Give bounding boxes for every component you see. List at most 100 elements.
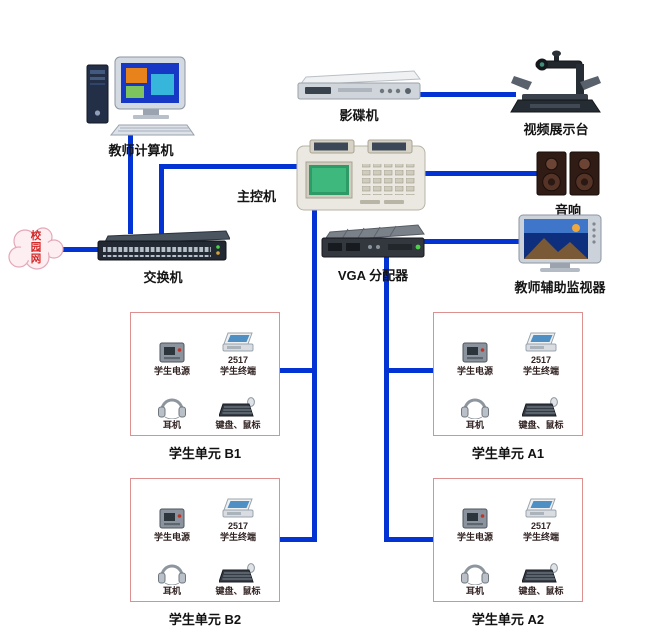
terminal-label: 学生终端: [522, 365, 559, 376]
student-terminal-item: 2517 学生终端: [205, 318, 271, 376]
cable-branch-b1: [278, 368, 316, 373]
cable-branch-a1: [386, 368, 435, 373]
aux-monitor-icon: [518, 214, 602, 274]
aux-monitor-label: 教师辅助监视器: [514, 280, 606, 295]
terminal-model-label: 2517: [227, 520, 249, 531]
student-unit-label: 学生单元 B2: [168, 612, 242, 627]
teacher-computer-node: 教师计算机: [85, 55, 197, 159]
dvd-player-label: 影碟机: [339, 108, 379, 123]
vga-splitter-label: VGA 分配器: [337, 268, 409, 283]
terminal-model-label: 2517: [530, 354, 552, 365]
headphones-icon: [458, 559, 492, 585]
student-unit-A1: 学生电源 2517 学生终端 耳机 键盘、鼠标 学生单元 A1: [433, 312, 583, 462]
campus-network-node: 校园网: [5, 224, 67, 276]
main-console-label: 主控机: [237, 189, 277, 204]
speakers-icon: [536, 150, 600, 197]
cable-cloud-to-switch: [55, 247, 100, 252]
student-terminal-icon: [523, 332, 559, 354]
headphones-label: 耳机: [465, 586, 484, 597]
speakers-node: 音响: [536, 150, 600, 219]
student-unit-B2: 学生电源 2517 学生终端 耳机 键盘、鼠标 学生单元 B2: [130, 478, 280, 628]
keyboard-mouse-label: 键盘、鼠标: [518, 586, 564, 597]
headphones-label: 耳机: [162, 586, 181, 597]
power-supply-icon: [155, 341, 189, 365]
cable-trunk-right: [384, 240, 389, 542]
student-terminal-item: 2517 学生终端: [508, 318, 574, 376]
keyboard-mouse-item: 键盘、鼠标: [205, 379, 271, 431]
student-unit-box: 学生电源 2517 学生终端 耳机 键盘、鼠标: [130, 312, 280, 436]
teacher-computer-label: 教师计算机: [108, 143, 174, 158]
vga-splitter-node: VGA 分配器: [320, 222, 426, 284]
student-power-item: 学生电源: [442, 484, 508, 542]
student-unit-box: 学生电源 2517 学生终端 耳机 键盘、鼠标: [433, 478, 583, 602]
power-supply-label: 学生电源: [456, 365, 493, 376]
main-console-node: [296, 138, 426, 212]
keyboard-mouse-item: 键盘、鼠标: [205, 545, 271, 597]
student-unit-box: 学生电源 2517 学生终端 耳机 键盘、鼠标: [433, 312, 583, 436]
terminal-label: 学生终端: [522, 531, 559, 542]
dvd-player-node: 影碟机: [296, 70, 422, 124]
student-power-item: 学生电源: [139, 484, 205, 542]
keyboard-mouse-icon: [219, 397, 257, 419]
power-supply-label: 学生电源: [153, 531, 190, 542]
speakers-label: 音响: [554, 203, 581, 218]
cable-teacher-to-switch: [128, 130, 133, 234]
student-unit-label: 学生单元 A1: [471, 446, 545, 461]
headphones-icon: [155, 559, 189, 585]
video-presenter-icon: [510, 50, 602, 116]
student-power-item: 学生电源: [139, 318, 205, 376]
student-unit-label: 学生单元 A2: [471, 612, 545, 627]
cloud-icon: [5, 224, 67, 276]
power-supply-label: 学生电源: [456, 531, 493, 542]
headphones-item: 耳机: [139, 545, 205, 597]
student-terminal-icon: [220, 498, 256, 520]
headphones-label: 耳机: [465, 420, 484, 431]
terminal-model-label: 2517: [227, 354, 249, 365]
cable-console-to-switch-vertical: [159, 164, 164, 234]
video-presenter-node: 视频展示台: [510, 50, 602, 138]
terminal-label: 学生终端: [219, 531, 256, 542]
student-unit-A2: 学生电源 2517 学生终端 耳机 键盘、鼠标 学生单元 A2: [433, 478, 583, 628]
cable-console-to-speakers: [420, 171, 540, 176]
teacher-computer-icon: [85, 55, 197, 137]
power-supply-label: 学生电源: [153, 365, 190, 376]
student-terminal-item: 2517 学生终端: [508, 484, 574, 542]
keyboard-mouse-icon: [522, 397, 560, 419]
cable-branch-b2: [278, 537, 316, 542]
student-unit-label: 学生单元 B1: [168, 446, 242, 461]
headphones-icon: [458, 393, 492, 419]
keyboard-mouse-label: 键盘、鼠标: [518, 420, 564, 431]
vga-splitter-icon: [320, 222, 426, 262]
student-unit-B1: 学生电源 2517 学生终端 耳机 键盘、鼠标 学生单元 B1: [130, 312, 280, 462]
main-console-icon: [296, 138, 426, 212]
switch-icon: [96, 230, 231, 264]
power-supply-icon: [458, 507, 492, 531]
headphones-label: 耳机: [162, 420, 181, 431]
aux-monitor-node: 教师辅助监视器: [515, 214, 606, 296]
student-unit-box: 学生电源 2517 学生终端 耳机 键盘、鼠标: [130, 478, 280, 602]
student-terminal-item: 2517 学生终端: [205, 484, 271, 542]
keyboard-mouse-icon: [522, 563, 560, 585]
cable-trunk-left: [312, 206, 317, 542]
student-terminal-icon: [523, 498, 559, 520]
keyboard-mouse-label: 键盘、鼠标: [215, 420, 261, 431]
keyboard-mouse-icon: [219, 563, 257, 585]
headphones-item: 耳机: [442, 379, 508, 431]
terminal-model-label: 2517: [530, 520, 552, 531]
student-terminal-icon: [220, 332, 256, 354]
campus-network-label: 校园网: [29, 230, 42, 265]
power-supply-icon: [458, 341, 492, 365]
video-presenter-label: 视频展示台: [523, 122, 589, 137]
keyboard-mouse-item: 键盘、鼠标: [508, 545, 574, 597]
headphones-item: 耳机: [139, 379, 205, 431]
keyboard-mouse-label: 键盘、鼠标: [215, 586, 261, 597]
switch-node: 交换机: [96, 230, 231, 286]
cable-dvd-to-presenter: [418, 92, 516, 97]
cable-console-to-switch-horizontal: [159, 164, 301, 169]
cable-branch-a2: [386, 537, 435, 542]
student-power-item: 学生电源: [442, 318, 508, 376]
switch-label: 交换机: [143, 270, 183, 285]
headphones-icon: [155, 393, 189, 419]
power-supply-icon: [155, 507, 189, 531]
